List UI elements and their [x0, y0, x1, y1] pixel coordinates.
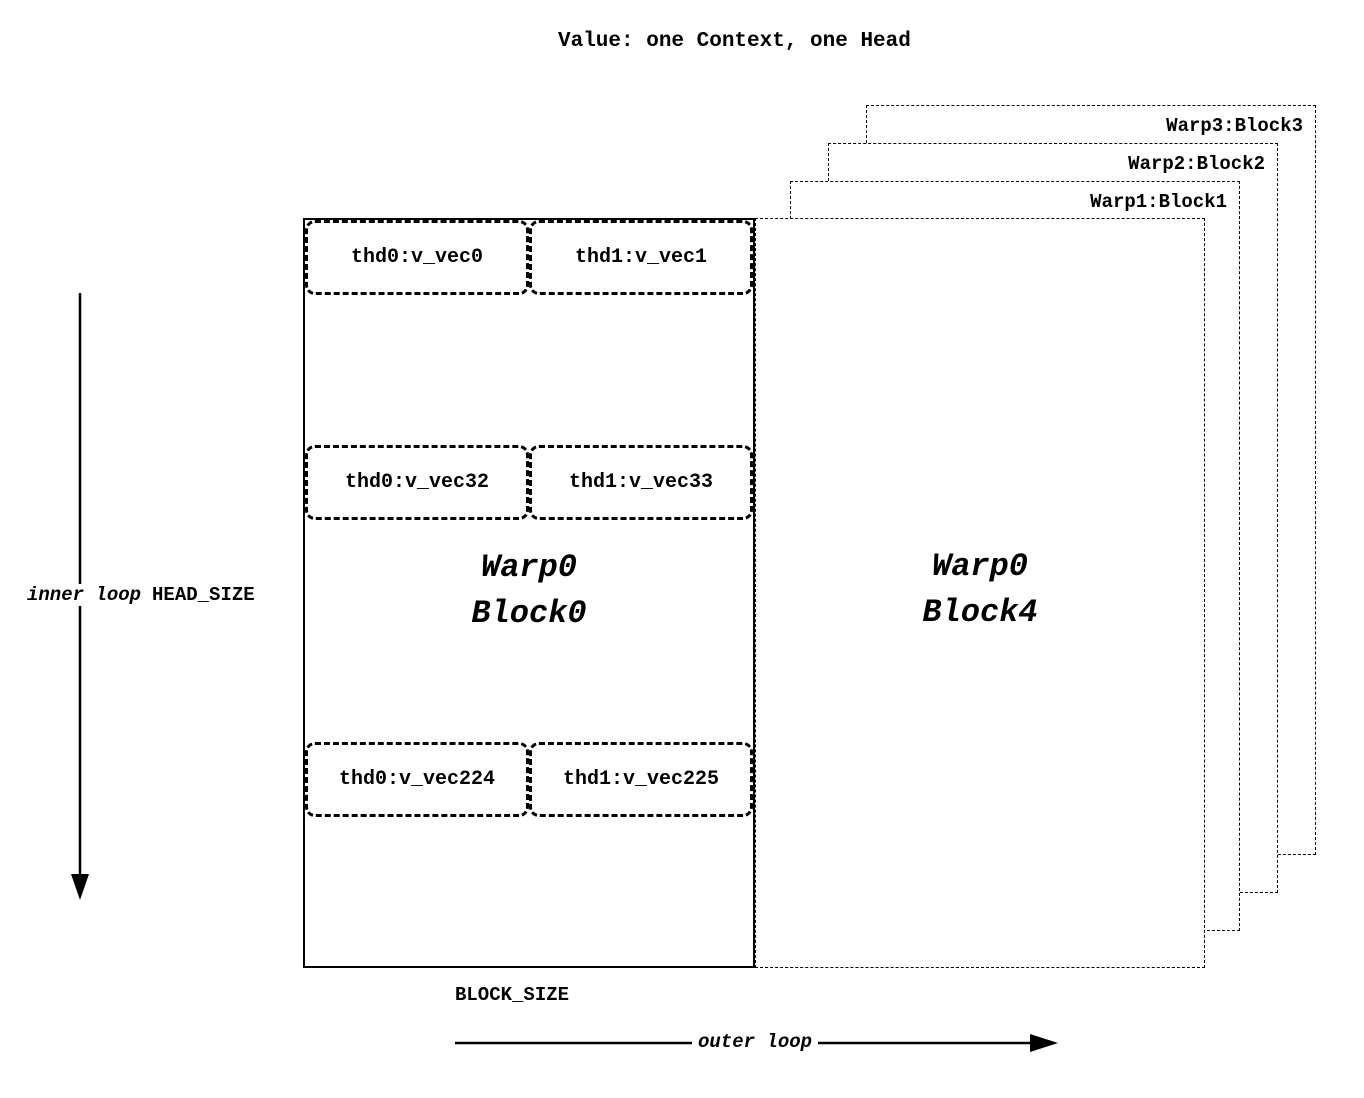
- head-size-text: HEAD_SIZE: [152, 584, 255, 606]
- block4-title-block: Block4: [922, 594, 1038, 631]
- outer-loop-axis-label: outer loop: [692, 1031, 819, 1053]
- vec-row-0: thd0:v_vec0 thd1:v_vec1: [305, 220, 753, 295]
- diagram-title: Value: one Context, one Head: [558, 30, 911, 53]
- vec-cell-thd0-v32: thd0:v_vec32: [305, 445, 529, 520]
- block-size-label: BLOCK_SIZE: [455, 984, 570, 1006]
- vec-cell-thd1-v225: thd1:v_vec225: [529, 742, 753, 817]
- vec-cell-thd1-v1: thd1:v_vec1: [529, 220, 753, 295]
- block3-label: Warp3:Block3: [1166, 115, 1303, 137]
- block0-title-warp: Warp0: [480, 549, 577, 586]
- block0-rect: thd0:v_vec0 thd1:v_vec1 thd0:v_vec32 thd…: [303, 218, 755, 968]
- block4-title: Warp0 Block4: [756, 544, 1204, 636]
- block1-label: Warp1:Block1: [1090, 191, 1227, 213]
- block4-rect: Warp0 Block4: [755, 218, 1205, 968]
- inner-loop-axis-label: inner loop HEAD_SIZE: [24, 584, 258, 606]
- vec-cell-thd0-v0: thd0:v_vec0: [305, 220, 529, 295]
- block2-label: Warp2:Block2: [1128, 153, 1265, 175]
- inner-loop-text: inner loop: [27, 584, 142, 606]
- block0-title-block: Block0: [471, 595, 587, 632]
- vec-cell-thd0-v224: thd0:v_vec224: [305, 742, 529, 817]
- vec-row-1: thd0:v_vec32 thd1:v_vec33: [305, 445, 753, 520]
- vec-row-2: thd0:v_vec224 thd1:v_vec225: [305, 742, 753, 817]
- block4-title-warp: Warp0: [931, 548, 1028, 585]
- block0-title: Warp0 Block0: [305, 545, 753, 637]
- vec-cell-thd1-v33: thd1:v_vec33: [529, 445, 753, 520]
